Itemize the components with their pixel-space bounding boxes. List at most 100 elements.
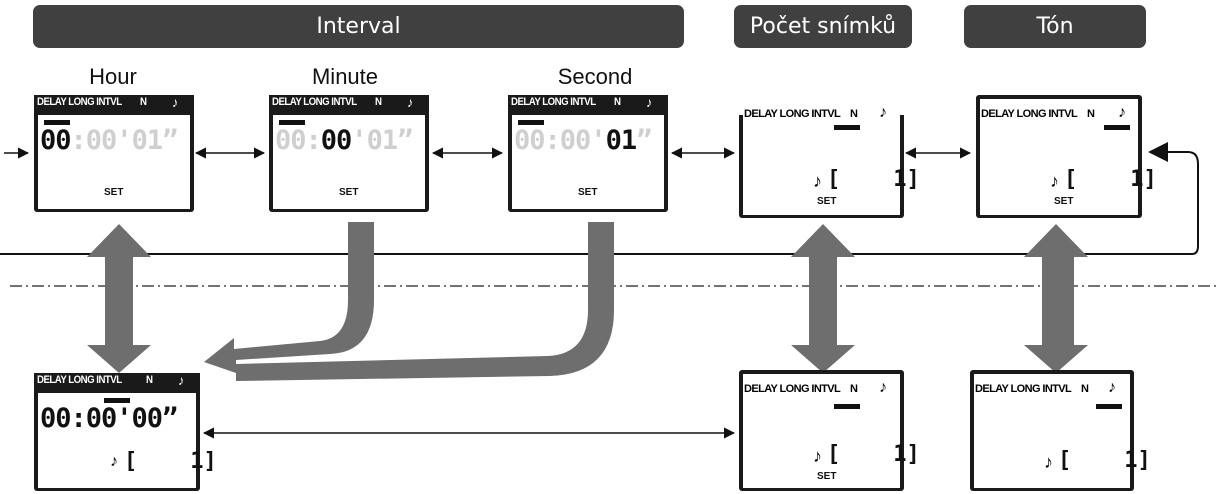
lcd-count: DELAY LONG INTVL N ♪ ♪ [ 1] SET: [739, 95, 920, 218]
set-indicator: SET: [339, 187, 359, 198]
lcd-status-text: DELAY LONG INTVL: [981, 108, 1078, 120]
lcd-status-row: DELAY LONG INTVL N ♪: [34, 372, 200, 393]
column-label-hour: Hour: [89, 64, 137, 89]
note-icon: ♪: [1108, 379, 1116, 396]
lcd-status-row: DELAY LONG INTVL N ♪: [508, 94, 668, 115]
lcd-time-digits: 00:00'01”: [514, 125, 652, 156]
lcd-hour: DELAY LONG INTVL N ♪ 00:00'01” SET: [34, 94, 194, 212]
cursor-bar: [1096, 404, 1122, 409]
frame-count: [ 1]: [827, 167, 920, 192]
gray-double-arrow-count: [791, 224, 855, 373]
cursor-bar: [1104, 125, 1130, 130]
column-label-second: Second: [557, 64, 633, 89]
sep-colon: :: [305, 125, 322, 156]
sep-colon: :: [70, 125, 87, 156]
lcd-screen: 00:00'00” ♪ [ 1]: [38, 393, 217, 488]
cursor-bar: [834, 125, 860, 130]
digits-hours: 00: [275, 125, 307, 156]
lcd-screen: DELAY LONG INTVL N ♪ ♪ [ 1] SET: [743, 374, 920, 488]
note-icon: ♪: [813, 171, 822, 191]
frame-count-bottom: [ 1]: [827, 442, 920, 467]
lcd-status-row: DELAY LONG INTVL N ♪: [269, 94, 429, 115]
lcd-n-indicator: N: [614, 96, 621, 108]
note-icon: ♪: [1044, 452, 1053, 472]
cursor-bar: [279, 120, 305, 125]
lcd-status-text: DELAY LONG INTVL: [744, 383, 841, 395]
lcd-result: DELAY LONG INTVL N ♪ 00:00'00” ♪ [ 1]: [34, 372, 217, 491]
note-icon: ♪: [178, 372, 184, 388]
frame-tone: [ 1]: [1064, 167, 1157, 192]
digits-minutes: 00: [85, 125, 118, 156]
lcd-status-text: DELAY LONG INTVL: [37, 96, 122, 108]
lcd-time-digits: 00:00'01”: [275, 125, 413, 156]
lcd-screen: 00:00'01” SET: [38, 115, 190, 209]
digits-seconds: 01: [605, 125, 638, 156]
set-indicator: SET: [817, 471, 837, 482]
digits-hours: 00: [514, 125, 546, 156]
note-icon: ♪: [879, 379, 887, 396]
sep-apostrophe: ': [351, 125, 367, 156]
header-interval-label: Interval: [316, 14, 401, 39]
lcd-minute: DELAY LONG INTVL N ♪ 00:00'01” SET: [269, 94, 429, 212]
gray-double-arrow-hour: [87, 224, 151, 373]
sep-apostrophe: ': [116, 125, 132, 156]
lcd-n-indicator: N: [140, 96, 147, 108]
sep-apostrophe: ': [590, 125, 606, 156]
sep-quote: ”: [397, 125, 413, 156]
sep-quote: ”: [162, 125, 178, 156]
lcd-n-indicator: N: [850, 383, 858, 395]
column-label-minute: Minute: [311, 64, 379, 89]
lcd-screen: DELAY LONG INTVL N ♪ ♪ [ 1] SET: [743, 99, 920, 215]
return-path: [1166, 151, 1199, 255]
set-indicator: SET: [104, 187, 124, 198]
digits-hours: 00: [40, 125, 72, 156]
lcd-n-indicator: N: [850, 108, 858, 120]
set-indicator: SET: [1054, 196, 1074, 207]
cursor-bar: [518, 120, 544, 125]
lcd-status-text: DELAY LONG INTVL: [37, 374, 122, 386]
lcd-tone-bottom: DELAY LONG INTVL N ♪ ♪ [ 1]: [970, 370, 1151, 491]
sep-quote: ”: [636, 125, 652, 156]
lcd-count-bottom: DELAY LONG INTVL N ♪ ♪ [ 1] SET: [739, 370, 920, 491]
cursor-bar: [44, 120, 70, 125]
lcd-status-text: DELAY LONG INTVL: [511, 96, 596, 108]
note-icon: ♪: [172, 94, 178, 110]
lcd-time-digits: 00:00'00”: [40, 403, 178, 434]
lcd-screen: 00:00'01” SET: [512, 115, 664, 209]
lcd-n-indicator: N: [146, 374, 153, 386]
note-icon: ♪: [110, 453, 118, 470]
note-icon: ♪: [813, 446, 822, 466]
lcd-screen: DELAY LONG INTVL N ♪ ♪ [ 1] SET: [980, 99, 1157, 215]
lcd-screen: 00:00'01” SET: [273, 115, 425, 209]
lcd-status-text: DELAY LONG INTVL: [975, 383, 1072, 395]
note-icon: ♪: [1050, 171, 1059, 191]
frame-tone-bottom: [ 1]: [1058, 448, 1151, 473]
lcd-status-text: DELAY LONG INTVL: [272, 96, 357, 108]
sep-colon: :: [544, 125, 561, 156]
frame-result: [ 1]: [124, 449, 217, 474]
lcd-status-text: DELAY LONG INTVL: [744, 108, 841, 120]
return-arrowhead: [1148, 142, 1168, 162]
note-icon: ♪: [879, 104, 887, 121]
digits-minutes: 00: [320, 125, 353, 156]
note-icon: ♪: [1118, 104, 1126, 121]
digits-minutes: 00: [559, 125, 592, 156]
lcd-tone: DELAY LONG INTVL N ♪ ♪ [ 1] SET: [976, 95, 1157, 218]
gray-curve-arrow-second: [236, 222, 614, 381]
note-icon: ♪: [646, 94, 652, 110]
lcd-n-indicator: N: [1087, 108, 1095, 120]
lcd-screen: DELAY LONG INTVL N ♪ ♪ [ 1]: [974, 374, 1151, 488]
header-tone-label: Tón: [1036, 14, 1074, 39]
cursor-bar: [834, 404, 860, 409]
digits-seconds: 01: [131, 125, 164, 156]
set-indicator: SET: [578, 187, 598, 198]
set-indicator: SET: [817, 196, 837, 207]
lcd-n-indicator: N: [1081, 383, 1089, 395]
gray-curve-arrow-minute: [204, 222, 374, 373]
note-icon: ♪: [407, 94, 413, 110]
header-count: Počet snímků: [734, 5, 912, 48]
header-tone: Tón: [964, 5, 1146, 48]
lcd-time-digits: 00:00'01”: [40, 125, 178, 156]
lcd-status-row: DELAY LONG INTVL N ♪: [34, 94, 194, 115]
